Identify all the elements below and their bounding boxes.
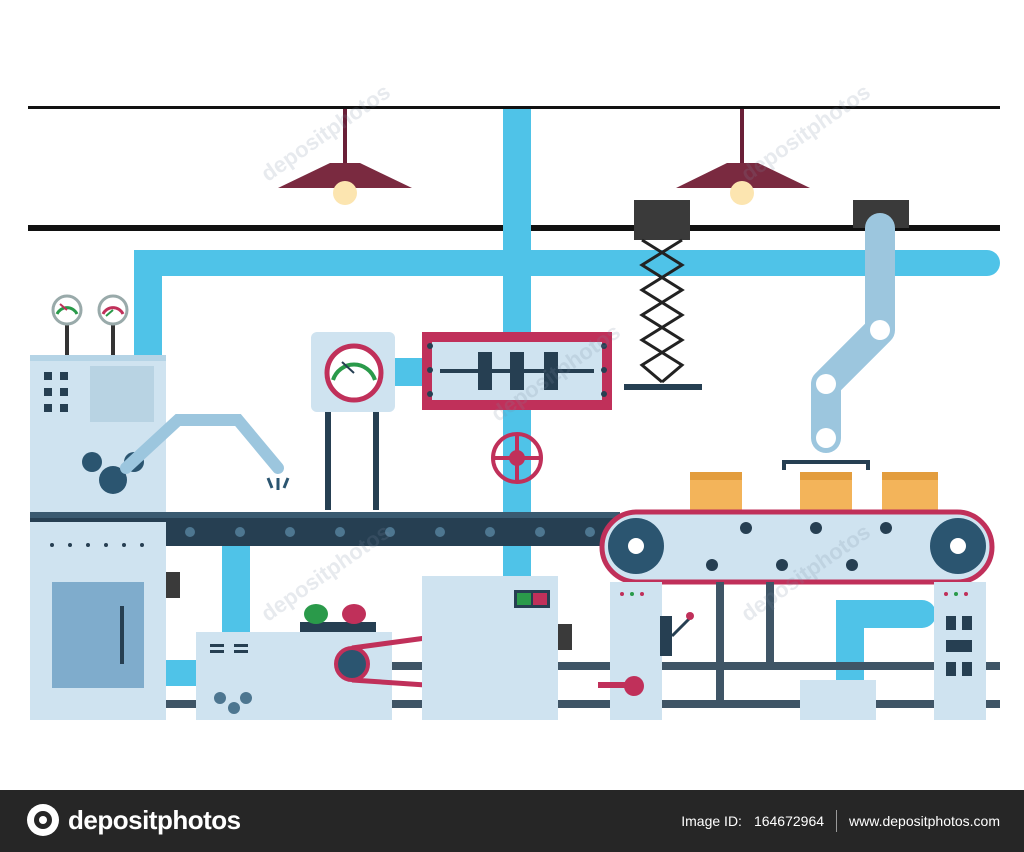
- image-id-value: 164672964: [753, 813, 825, 829]
- brand-logo-group[interactable]: depositphotos: [26, 800, 241, 840]
- motor-box: [422, 576, 572, 720]
- factory-illustration: [28, 106, 1000, 720]
- ceiling-lamp-left: [278, 109, 412, 205]
- robotic-arm-claw: [266, 477, 290, 490]
- lever-column: [598, 582, 694, 720]
- image-id-label: Image ID:: [681, 813, 742, 829]
- pressure-gauge-icon: [51, 294, 83, 356]
- robotic-arm-left: [120, 414, 284, 474]
- conveyor-belt-right: [599, 509, 995, 585]
- cardboard-box: [690, 472, 742, 510]
- site-url-link[interactable]: www.depositphotos.com: [849, 813, 1000, 829]
- footer-separator: [836, 810, 838, 832]
- scissor-lift: [624, 200, 702, 390]
- stock-footer-bar: depositphotos Image ID: 164672964 www.de…: [0, 790, 1024, 852]
- cardboard-box: [800, 472, 852, 510]
- brand-name: depositphotos: [68, 804, 241, 835]
- crankshaft-panel: [422, 332, 612, 410]
- support-posts: [716, 582, 774, 702]
- cardboard-box: [882, 472, 938, 510]
- lower-cabinet: [30, 522, 180, 720]
- control-unit-right: [800, 582, 986, 720]
- ceiling-lamp-right: [676, 109, 810, 205]
- robotic-arm-right: [782, 200, 909, 470]
- gear-icon: [214, 692, 252, 714]
- floor-rails: [160, 662, 1000, 708]
- image-meta: Image ID: 164672964 www.depositphotos.co…: [681, 810, 1000, 832]
- pressure-gauge-icon: [97, 294, 129, 356]
- pressure-gauge-panel: [311, 332, 395, 510]
- depositphotos-logo-icon: [27, 804, 59, 836]
- control-cabinet: [30, 355, 166, 513]
- ceiling-rail-top: [28, 106, 1000, 109]
- valve-wheel-icon: [491, 432, 543, 484]
